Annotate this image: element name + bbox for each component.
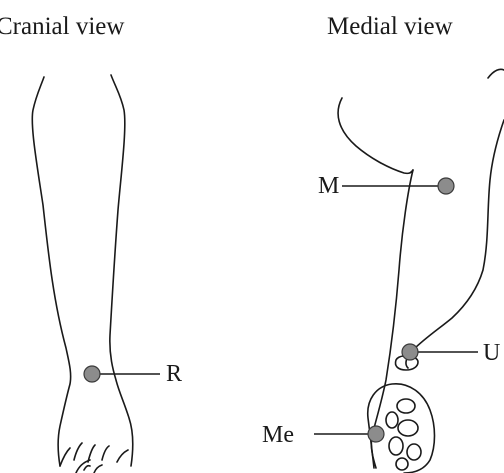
medial-paw-pads [386,399,421,470]
marker-point-r [84,366,100,382]
medial-view-title: Medial view [327,12,453,42]
marker-point-u [402,344,418,360]
point-label-r: R [166,360,182,388]
cranial-view-title: Cranial view [0,12,124,42]
cranial-right-edge [110,75,133,466]
medial-shoulder-curve [338,98,413,173]
marker-point-me [368,426,384,442]
medial-front-edge [406,69,504,368]
medial-forelimb [338,69,504,473]
cranial-left-edge [32,77,70,466]
cranial-paw-claws [76,460,102,473]
point-label-m: M [318,172,339,200]
cranial-forelimb [32,75,132,473]
medial-back-edge [371,170,413,468]
cranial-paw-digits [60,443,128,466]
marker-point-m [438,178,454,194]
point-label-u: U [483,339,500,367]
point-label-me: Me [262,421,294,449]
